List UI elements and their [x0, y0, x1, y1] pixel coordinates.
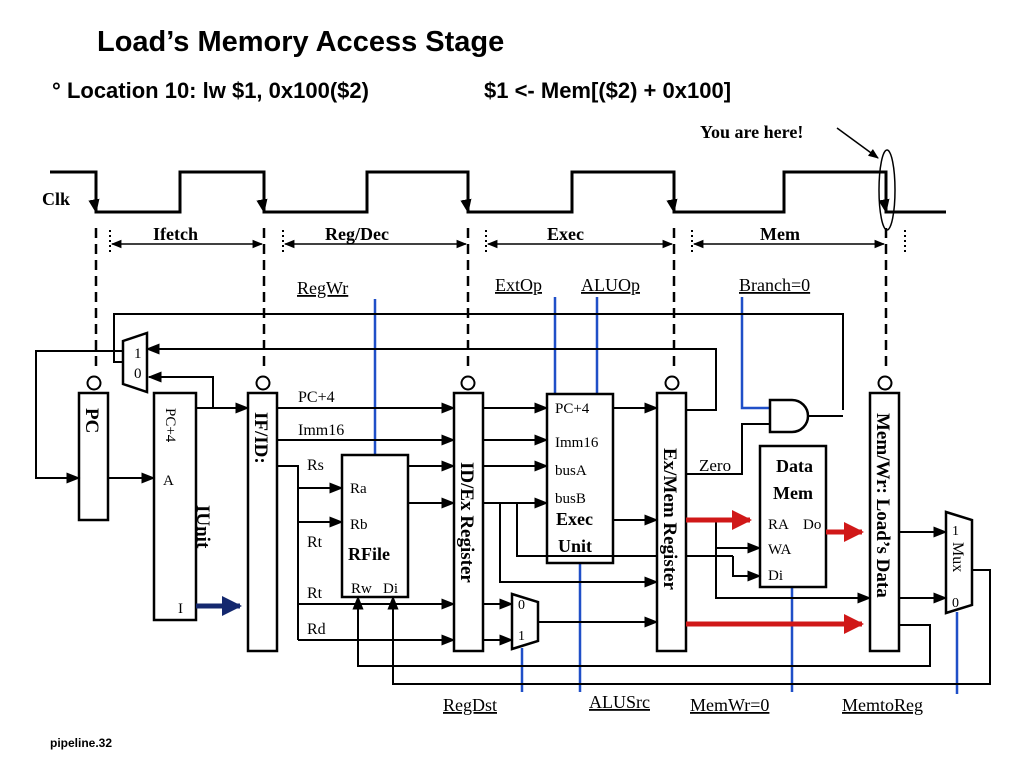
pc-mux-in0: 0 — [134, 366, 142, 382]
control-aluop-label: ALUOp — [581, 275, 640, 295]
idex-label: ID/Ex Register — [456, 462, 477, 583]
slide-title: Load’s Memory Access Stage — [97, 26, 505, 58]
signal-zero: Zero — [699, 456, 731, 475]
rfile-ra-port: Ra — [350, 481, 367, 497]
clock-edge-arrows — [88, 198, 890, 214]
writeback-mux — [944, 510, 974, 615]
control-extop-label: ExtOp — [495, 275, 542, 295]
regdst-mux-in0: 0 — [518, 598, 525, 613]
signal-pc4: PC+4 — [298, 389, 335, 406]
pc-mux-in1: 1 — [134, 346, 142, 362]
clock-label: Clk — [42, 189, 70, 209]
data-mem-label-2: Mem — [773, 483, 813, 503]
exec-busb-port: busB — [555, 491, 586, 507]
pc-label: PC — [81, 408, 102, 433]
clock-bubbles — [86, 375, 893, 391]
stage-label-exec: Exec — [547, 224, 584, 244]
signal-rs: Rs — [307, 457, 324, 474]
iunit-a-port: A — [163, 473, 174, 489]
signal-rt-2: Rt — [307, 585, 323, 602]
control-memwr-label: MemWr=0 — [690, 695, 769, 715]
stage-label-regdec: Reg/Dec — [325, 224, 389, 244]
wb-mux-in1: 1 — [952, 524, 959, 539]
branch-and-gate — [768, 398, 810, 434]
data-mem-do-port: Do — [803, 517, 821, 533]
control-regwr-label: RegWr — [297, 278, 348, 298]
stage-label-mem: Mem — [760, 224, 800, 244]
data-mem-wa-port: WA — [768, 542, 791, 558]
regdst-mux-in1: 1 — [518, 629, 525, 644]
signal-rt-1: Rt — [307, 534, 323, 551]
exec-unit-label-1: Exec — [556, 509, 593, 529]
data-mem-ra-port: RA — [768, 517, 789, 533]
pc-register — [77, 391, 110, 522]
rfile-rw-port: Rw — [351, 581, 372, 597]
exec-unit-block — [545, 392, 615, 565]
memwr-label: Mem/Wr: Load’s Data — [872, 413, 893, 598]
instruction-text: Location 10: lw $1, 0x100($2) — [66, 78, 369, 103]
signal-imm16: Imm16 — [298, 422, 344, 439]
regdst-mux — [510, 592, 540, 651]
control-alusrc-label: ALUSrc — [589, 692, 650, 712]
pc-mux — [121, 331, 149, 394]
you-are-here-arrow — [836, 127, 879, 159]
exmem-label: Ex/Mem Register — [659, 448, 680, 590]
data-mem-di-port: Di — [768, 568, 783, 584]
data-mem-label-1: Data — [776, 456, 813, 476]
control-branch-label: Branch=0 — [739, 275, 810, 295]
exec-busa-port: busA — [555, 463, 587, 479]
data-mem-block — [758, 444, 828, 589]
signal-rd: Rd — [307, 621, 326, 638]
stage-dotted-ticks — [109, 230, 906, 252]
load-path-highlight — [686, 510, 864, 634]
exec-unit-label-2: Unit — [558, 536, 592, 556]
iunit-pc4-port: PC+4 — [162, 408, 178, 443]
instruction-bullet: ° Location 10: lw $1, 0x100($2) $1 <- Me… — [52, 78, 731, 104]
exec-imm16-port: Imm16 — [555, 435, 599, 451]
exec-pc4-port: PC+4 — [555, 401, 590, 417]
clock-waveform — [50, 170, 946, 214]
datapath-wires — [35, 313, 991, 685]
slide-footer: pipeline.32 — [50, 736, 113, 750]
wb-mux-label: Mux — [949, 542, 966, 572]
control-memtoreg-label: MemtoReg — [842, 695, 923, 715]
rfile-di-port: Di — [383, 581, 398, 597]
control-regdst-label: RegDst — [443, 695, 497, 715]
you-are-here-label: You are here! — [700, 122, 803, 142]
bullet-marker: ° — [52, 78, 61, 103]
instruction-equation: $1 <- Mem[($2) + 0x100] — [484, 78, 732, 103]
idex-register — [452, 391, 485, 653]
memwr-register — [868, 391, 901, 653]
ifid-label: IF/ID: — [250, 412, 271, 464]
stage-boundaries — [94, 228, 888, 372]
rfile-rb-port: Rb — [350, 517, 368, 533]
iunit-label: IUnit — [192, 505, 213, 549]
wb-mux-in0: 0 — [952, 596, 959, 611]
stage-label-ifetch: Ifetch — [153, 224, 198, 244]
iunit-i-port: I — [178, 601, 183, 617]
rfile-label: RFile — [348, 544, 390, 564]
ifid-register — [246, 391, 279, 653]
iunit-block — [152, 391, 198, 622]
